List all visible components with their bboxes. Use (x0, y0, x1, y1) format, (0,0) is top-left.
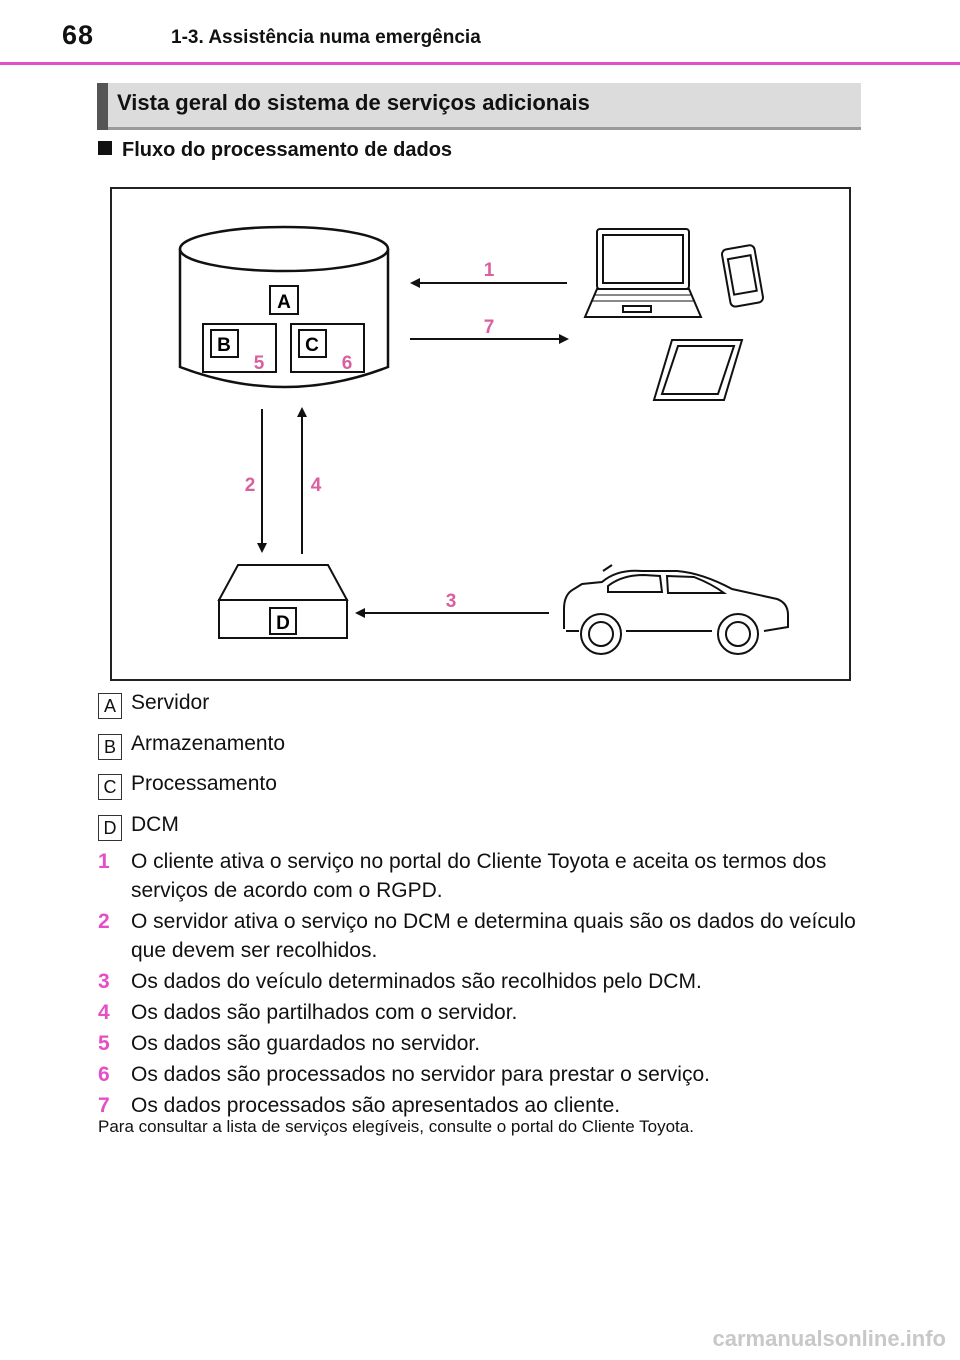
legend-text: Processamento (131, 772, 277, 795)
step-number: 5 (98, 1032, 110, 1055)
legend-text: Servidor (131, 691, 210, 714)
legend-text: DCM (131, 812, 179, 836)
svg-text:C: C (305, 335, 319, 356)
step-number: 1 (98, 850, 110, 873)
step-number: 4 (98, 1001, 110, 1024)
label-box-a: A (269, 285, 299, 315)
flow-number-7: 7 (484, 317, 495, 338)
legend-item-d: D DCM (98, 811, 858, 852)
step-item: 6 Os dados são processados no servidor p… (98, 1060, 858, 1089)
laptop-icon (583, 228, 703, 318)
step-item: 5 Os dados são guardados no servidor. (98, 1029, 858, 1058)
step-text: Os dados são guardados no servidor. (131, 1032, 481, 1055)
legend-key-box: C (98, 774, 122, 800)
flow-number-2: 2 (245, 475, 256, 496)
dcm-unit-icon (217, 564, 349, 639)
header-rule (0, 62, 960, 65)
svg-text:B: B (217, 335, 231, 356)
step-text: Os dados processados são apresentados ao… (131, 1094, 621, 1117)
legend-item-a: A Servidor (98, 689, 858, 730)
section-heading-band: Vista geral do sistema de serviços adici… (97, 83, 861, 130)
legend-key-box: B (98, 733, 122, 760)
legend-item-b: B Armazenamento (98, 730, 858, 771)
smartphone-icon (720, 244, 764, 308)
section-heading-bar (97, 83, 108, 130)
flow-number-4: 4 (311, 475, 322, 496)
legend-key-box: D (98, 814, 122, 841)
chapter-title: 1-3. Assistência numa emergência (171, 27, 481, 48)
subheading: Fluxo do processamento de dados (98, 139, 452, 162)
legend-list: A Servidor B Armazenamento C Processamen… (98, 689, 858, 851)
legend-text: Armazenamento (131, 731, 286, 755)
label-box-d: D (276, 613, 290, 634)
diagram-canvas: A B 5 C 6 1 7 (178, 225, 789, 655)
step-number: 2 (98, 910, 110, 933)
step-text: Os dados do veículo determinados são rec… (131, 970, 702, 993)
legend-item-c: C Processamento (98, 770, 858, 811)
flow-number-3: 3 (446, 591, 457, 612)
section-title: Vista geral do sistema de serviços adici… (117, 90, 590, 115)
svg-text:A: A (277, 292, 291, 313)
subheading-text: Fluxo do processamento de dados (122, 139, 453, 161)
legend-key-box: A (98, 693, 122, 719)
step-item: 2 O servidor ativa o serviço no DCM e de… (98, 907, 858, 965)
processing-box-c: C 6 (290, 323, 365, 374)
step-text: Os dados são processados no servidor par… (131, 1063, 710, 1086)
step-item: 4 Os dados são partilhados com o servido… (98, 998, 858, 1027)
page-header: 68 1-3. Assistência numa emergência (0, 0, 960, 65)
step-text: O cliente ativa o serviço no portal do C… (131, 850, 827, 902)
step-number: 6 (98, 1063, 110, 1086)
step-item: 1 O cliente ativa o serviço no portal do… (98, 847, 858, 905)
svg-text:6: 6 (342, 353, 353, 374)
data-flow-diagram: A B 5 C 6 1 7 (110, 187, 851, 681)
step-text: Os dados são partilhados com o servidor. (131, 1001, 518, 1024)
flow-number-1: 1 (484, 260, 495, 281)
page-number: 68 (62, 20, 95, 50)
step-number: 7 (98, 1094, 110, 1117)
storage-box-b: B 5 (202, 323, 277, 374)
square-bullet-icon (98, 141, 112, 155)
watermark: carmanualsonline.info (712, 1326, 947, 1351)
step-number: 3 (98, 970, 110, 993)
tablet-icon (652, 339, 744, 401)
car-icon (563, 564, 789, 655)
step-text: O servidor ativa o serviço no DCM e dete… (131, 910, 856, 962)
svg-text:5: 5 (254, 353, 265, 374)
footnote: Para consultar a lista de serviços elegí… (98, 1117, 694, 1136)
steps-list: 1 O cliente ativa o serviço no portal do… (98, 847, 858, 1122)
step-item: 7 Os dados processados são apresentados … (98, 1091, 858, 1120)
step-item: 3 Os dados do veículo determinados são r… (98, 967, 858, 996)
